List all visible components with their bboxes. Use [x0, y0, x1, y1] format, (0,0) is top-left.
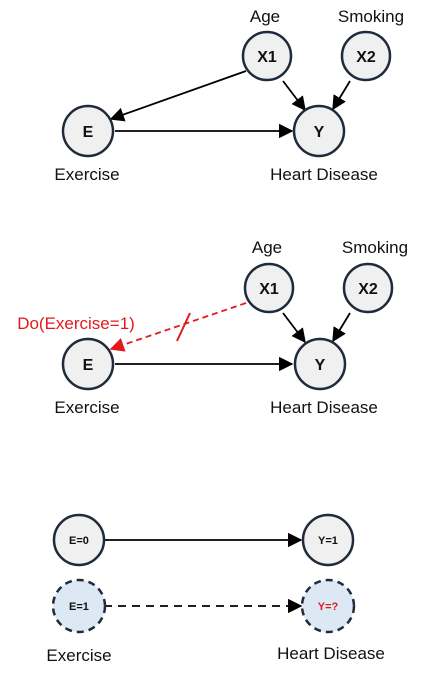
- label-heart-disease: Heart Disease: [277, 644, 385, 663]
- node-x2-text: X2: [356, 49, 376, 66]
- node-y: Y: [292, 104, 346, 158]
- node-x2: X2: [342, 262, 394, 314]
- diagram-interventional: X1 X2 E Y Age Smoking Do(Exercise=1) Exe…: [17, 238, 408, 417]
- label-age: Age: [252, 238, 282, 257]
- label-heart-disease: Heart Disease: [270, 398, 378, 417]
- node-x2: X2: [340, 30, 392, 82]
- node-e1-counterfactual: E=1: [51, 578, 107, 634]
- node-e: E: [61, 337, 115, 391]
- edge-x2-to-y: [332, 312, 351, 343]
- node-y1: Y=1: [301, 513, 355, 567]
- edge-intervention: [109, 302, 247, 352]
- node-y-text: Y: [315, 357, 326, 374]
- node-x1-text: X1: [257, 49, 277, 66]
- label-intervention: Do(Exercise=1): [17, 314, 135, 333]
- node-e-text: E: [83, 124, 94, 141]
- node-x1: X1: [243, 262, 295, 314]
- label-exercise: Exercise: [54, 398, 119, 417]
- label-smoking: Smoking: [338, 7, 404, 26]
- node-e1-text: E=1: [69, 601, 89, 613]
- edge-x2-to-y: [332, 80, 351, 111]
- label-heart-disease: Heart Disease: [270, 165, 378, 184]
- node-e0-text: E=0: [69, 535, 89, 547]
- node-e-text: E: [83, 357, 94, 374]
- node-x1: X1: [241, 30, 293, 82]
- edge-x1-to-e: [109, 70, 247, 122]
- node-yq-text: Y=?: [318, 601, 339, 613]
- node-y: Y: [293, 337, 347, 391]
- label-exercise: Exercise: [46, 646, 111, 665]
- node-x2-text: X2: [358, 281, 378, 298]
- edge-x1-to-y: [282, 80, 306, 112]
- label-exercise: Exercise: [54, 165, 119, 184]
- node-e: E: [61, 104, 115, 158]
- node-x1-text: X1: [259, 281, 279, 298]
- cut-mark: [176, 312, 191, 342]
- node-yq-counterfactual: Y=?: [300, 578, 356, 634]
- node-y-text: Y: [314, 124, 325, 141]
- node-e0: E=0: [52, 513, 106, 567]
- label-smoking: Smoking: [342, 238, 408, 257]
- node-y1-text: Y=1: [318, 535, 338, 547]
- diagram-observational: X1 X2 E Y Age Smoking Exercise Heart Dis…: [54, 7, 404, 184]
- label-age: Age: [250, 7, 280, 26]
- edge-x1-to-y: [282, 312, 306, 344]
- diagram-counterfactual: E=0 Y=1 E=1 Y=? Exercise Heart Disease: [46, 513, 385, 665]
